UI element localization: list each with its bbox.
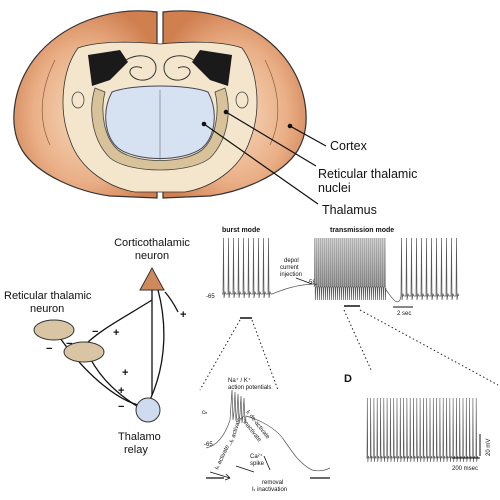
label-corticothalamic-line2: neuron bbox=[135, 250, 169, 262]
label-thalamus: Thalamus bbox=[322, 203, 377, 217]
label-reticular-nuclei-line2: nuclei bbox=[318, 181, 351, 195]
label-transmission-mode: transmission mode bbox=[330, 227, 394, 234]
label-ca-spike-line2: spike bbox=[250, 461, 265, 467]
recording-panel: burst mode transmission mode -65 depol c… bbox=[206, 227, 460, 319]
label-e-h: cₕ bbox=[202, 410, 208, 416]
label-ih-activate: Iₕ activate bbox=[214, 444, 231, 471]
circuit-diagram: Corticothalamic neuron Reticular thalami… bbox=[4, 237, 190, 456]
label-relay-line1: Thalamo bbox=[118, 431, 161, 443]
reticular-neuron-1 bbox=[33, 319, 75, 341]
ventricle-right bbox=[192, 50, 232, 86]
label-burst-mode: burst mode bbox=[222, 227, 260, 234]
label-v-rest-detail: -65 bbox=[204, 442, 213, 448]
label-reticular-neuron-line1: Reticular thalamic bbox=[4, 290, 92, 302]
label-removal-line1: removal bbox=[262, 480, 283, 486]
hippocampus-right bbox=[163, 55, 195, 81]
label-time-scale: 2 sec bbox=[397, 311, 411, 317]
reticular-nucleus-band bbox=[91, 87, 229, 171]
label-fast-time-scale: 200 msec bbox=[452, 466, 478, 472]
ventricle-left bbox=[88, 50, 128, 86]
label-depol-line1: depol bbox=[284, 258, 299, 264]
sign-plus-3: + bbox=[122, 367, 128, 379]
label-depol-line3: injection bbox=[280, 272, 302, 278]
sign-minus-3: − bbox=[66, 338, 72, 350]
label-removal-line2: Iₜ inactivation bbox=[252, 487, 287, 493]
corticothalamic-neuron bbox=[139, 266, 165, 291]
reticular-neuron-2 bbox=[63, 341, 105, 363]
panel-letter-d: D bbox=[344, 373, 352, 385]
label-corticothalamic-line1: Corticothalamic bbox=[114, 237, 190, 249]
label-na-k-line1: Na⁺ / K⁺ bbox=[228, 377, 251, 384]
label-v-rest: -65 bbox=[206, 294, 215, 300]
sign-minus-2: − bbox=[46, 343, 52, 355]
transmission-detail-trace bbox=[366, 397, 479, 463]
label-reticular-neuron-line2: neuron bbox=[30, 303, 64, 315]
label-relay-line2: relay bbox=[124, 444, 148, 456]
label-voltage-scale: 20 mV bbox=[486, 439, 492, 456]
burst-detail-trace bbox=[205, 389, 331, 472]
label-cortex: Cortex bbox=[330, 139, 368, 153]
label-na-k-line2: action potentials bbox=[228, 385, 271, 391]
thalamic-relay-neuron bbox=[135, 397, 161, 423]
brain-section: Cortex Reticular thalamic nuclei Thalamu… bbox=[13, 10, 417, 217]
label-reticular-nuclei-line1: Reticular thalamic bbox=[318, 167, 417, 181]
sign-plus-2: + bbox=[113, 327, 119, 339]
sign-plus-1: + bbox=[180, 309, 186, 321]
label-v-depol: -58 bbox=[307, 280, 316, 286]
burst-detail-panel: Na⁺ / K⁺ action potentials cₕ -65 –Iₜ ac… bbox=[202, 377, 331, 493]
label-ca-spike-line1: Ca²⁺ bbox=[250, 453, 263, 460]
sign-plus-4: + bbox=[118, 385, 124, 397]
label-depol-line2: current bbox=[280, 265, 299, 271]
membrane-trace bbox=[222, 237, 460, 303]
zoom-guides bbox=[199, 309, 499, 391]
transmission-detail-panel: D 20 mV 200 msec bbox=[344, 373, 492, 472]
hippocampus-left bbox=[125, 55, 157, 81]
sign-minus-4: − bbox=[118, 401, 124, 413]
sign-minus-1: − bbox=[92, 326, 98, 338]
